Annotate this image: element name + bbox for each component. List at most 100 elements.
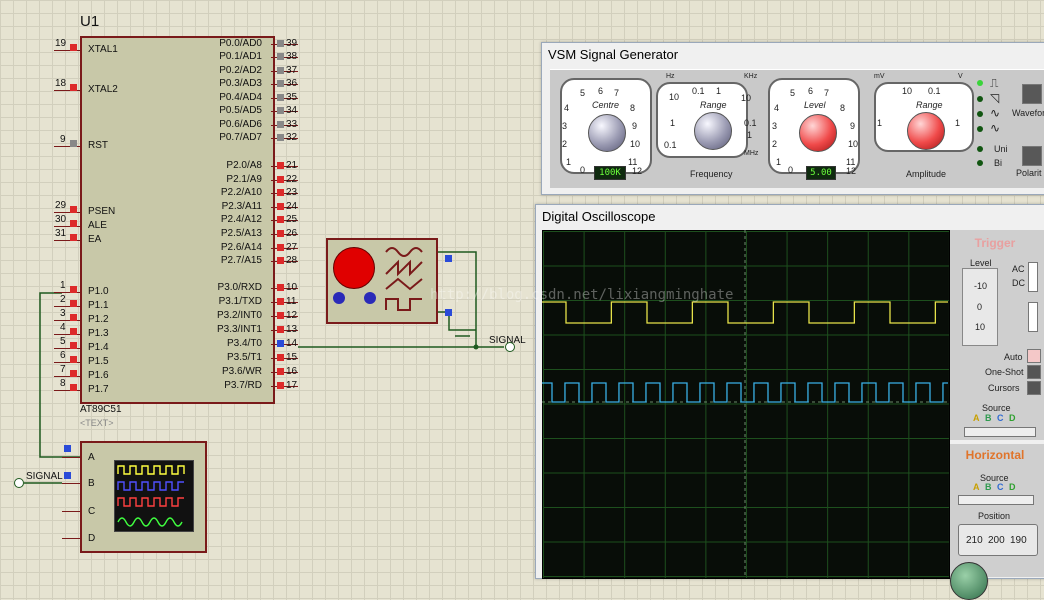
ic-pin-line [54,240,80,241]
scope-pin-a[interactable] [64,445,71,452]
ic-pin-marker[interactable] [70,220,77,227]
trace-channel-b [542,382,948,403]
ic-pin-marker[interactable] [277,354,284,361]
cursors-button[interactable] [1027,381,1041,395]
ic-pin-marker[interactable] [70,84,77,91]
waveform-led[interactable] [977,96,983,102]
ic-pin-marker[interactable] [277,80,284,87]
level-knob[interactable] [799,114,837,152]
ic-pin-marker[interactable] [277,257,284,264]
trigger-source-channel: D [1009,413,1016,423]
ic-pin-marker[interactable] [277,230,284,237]
freq-range-tick: 0.1 [692,86,705,96]
ic-pin-marker[interactable] [277,382,284,389]
ic-pin-marker[interactable] [277,176,284,183]
ic-pin-marker[interactable] [70,356,77,363]
ic-pin-marker[interactable] [70,286,77,293]
ic-pin-marker[interactable] [277,107,284,114]
ic-pin-name: PSEN [88,206,116,217]
ic-pin-marker[interactable] [277,216,284,223]
centre-scale-tick: 7 [614,88,620,98]
waveform-led[interactable] [977,160,983,166]
ic-pin-marker[interactable] [70,234,77,241]
ic-pin-marker[interactable] [277,189,284,196]
ic-pin-line [271,84,298,85]
scope-channel-label: D [88,533,96,544]
signal-generator-window[interactable]: VSM Signal Generator Centre 100K Frequen… [541,42,1044,195]
waveform-led[interactable] [977,80,983,86]
ic-pin-marker[interactable] [277,284,284,291]
ic-pin-name: P2.2/A10 [220,187,262,198]
ic-pin-name: P1.4 [88,342,109,353]
ic-pin-line [54,212,80,213]
ic-pin-marker[interactable] [277,162,284,169]
ic-pin-line [271,138,298,139]
ic-pin-marker[interactable] [277,40,284,47]
ic-pin-name: P2.4/A12 [220,214,262,225]
ic-pin-name: P3.5/T1 [226,352,262,363]
ic-pin-marker[interactable] [277,203,284,210]
trigger-source-slider[interactable] [964,427,1036,437]
ic-pin-number: 21 [286,160,298,171]
ic-pin-marker[interactable] [277,312,284,319]
horizontal-source-slider[interactable] [958,495,1034,505]
ic-pin-number: 26 [286,228,298,239]
position-tick-left: 210 [966,535,983,546]
net-terminal-left[interactable] [14,478,24,488]
generator-panel: Centre 100K Frequency Range Level 5.00 R… [550,69,1044,188]
waveform-led[interactable] [977,126,983,132]
net-terminal-right[interactable] [505,342,515,352]
amp-range-knob[interactable] [907,112,945,150]
ic-pin-marker[interactable] [70,384,77,391]
horizontal-knob[interactable] [950,562,988,600]
ic-pin-marker[interactable] [277,134,284,141]
generator-pin-minus[interactable] [445,309,452,316]
waveform-button[interactable] [1022,84,1042,104]
coupling-switch[interactable] [1028,262,1038,292]
trigger-title: Trigger [974,236,1016,250]
centre-scale-tick: 8 [630,103,636,113]
ic-pin-marker[interactable] [70,44,77,51]
waveform-symbol-icon: ⎍ [990,76,999,90]
ic-pin-marker[interactable] [70,206,77,213]
scope-pin-b[interactable] [64,472,71,479]
edge-switch[interactable] [1028,302,1038,332]
ic-pin-line [54,320,80,321]
ic-pin-name: RST [88,140,108,151]
ic-pin-marker[interactable] [277,53,284,60]
ic-pin-marker[interactable] [277,67,284,74]
ic-pin-marker[interactable] [70,314,77,321]
ic-pin-line [54,146,80,147]
ic-pin-marker[interactable] [70,140,77,147]
ic-pin-marker[interactable] [277,244,284,251]
ic-pin-marker[interactable] [277,298,284,305]
ic-pin-number: 17 [286,380,298,391]
ic-pin-marker[interactable] [70,370,77,377]
centre-knob[interactable] [588,114,626,152]
oscilloscope-display[interactable] [542,230,950,579]
generator-pin-plus[interactable] [445,255,452,262]
level-scale-tick: 7 [824,88,830,98]
ic-pin-marker[interactable] [70,328,77,335]
polarity-button[interactable] [1022,146,1042,166]
ic-pin-marker[interactable] [277,94,284,101]
ic-pin-line [54,390,80,391]
waveform-led[interactable] [977,146,983,152]
ic-pin-marker[interactable] [277,326,284,333]
auto-button[interactable] [1027,349,1041,363]
ic-pin-marker[interactable] [277,121,284,128]
scope-channel-line [62,483,80,484]
oneshot-button[interactable] [1027,365,1041,379]
ic-pin-marker[interactable] [277,368,284,375]
waveform-led[interactable] [977,111,983,117]
position-dial[interactable] [958,524,1038,556]
freq-range-tick: 0.1 [744,118,757,128]
trigger-level-slider[interactable] [962,268,998,346]
centre-scale-tick: 9 [632,121,638,131]
ic-pin-marker[interactable] [70,300,77,307]
freq-range-tick: 1 [670,118,676,128]
ic-pin-line [271,71,298,72]
freq-range-knob[interactable] [694,112,732,150]
ic-pin-marker[interactable] [70,342,77,349]
ic-pin-marker[interactable] [277,340,284,347]
